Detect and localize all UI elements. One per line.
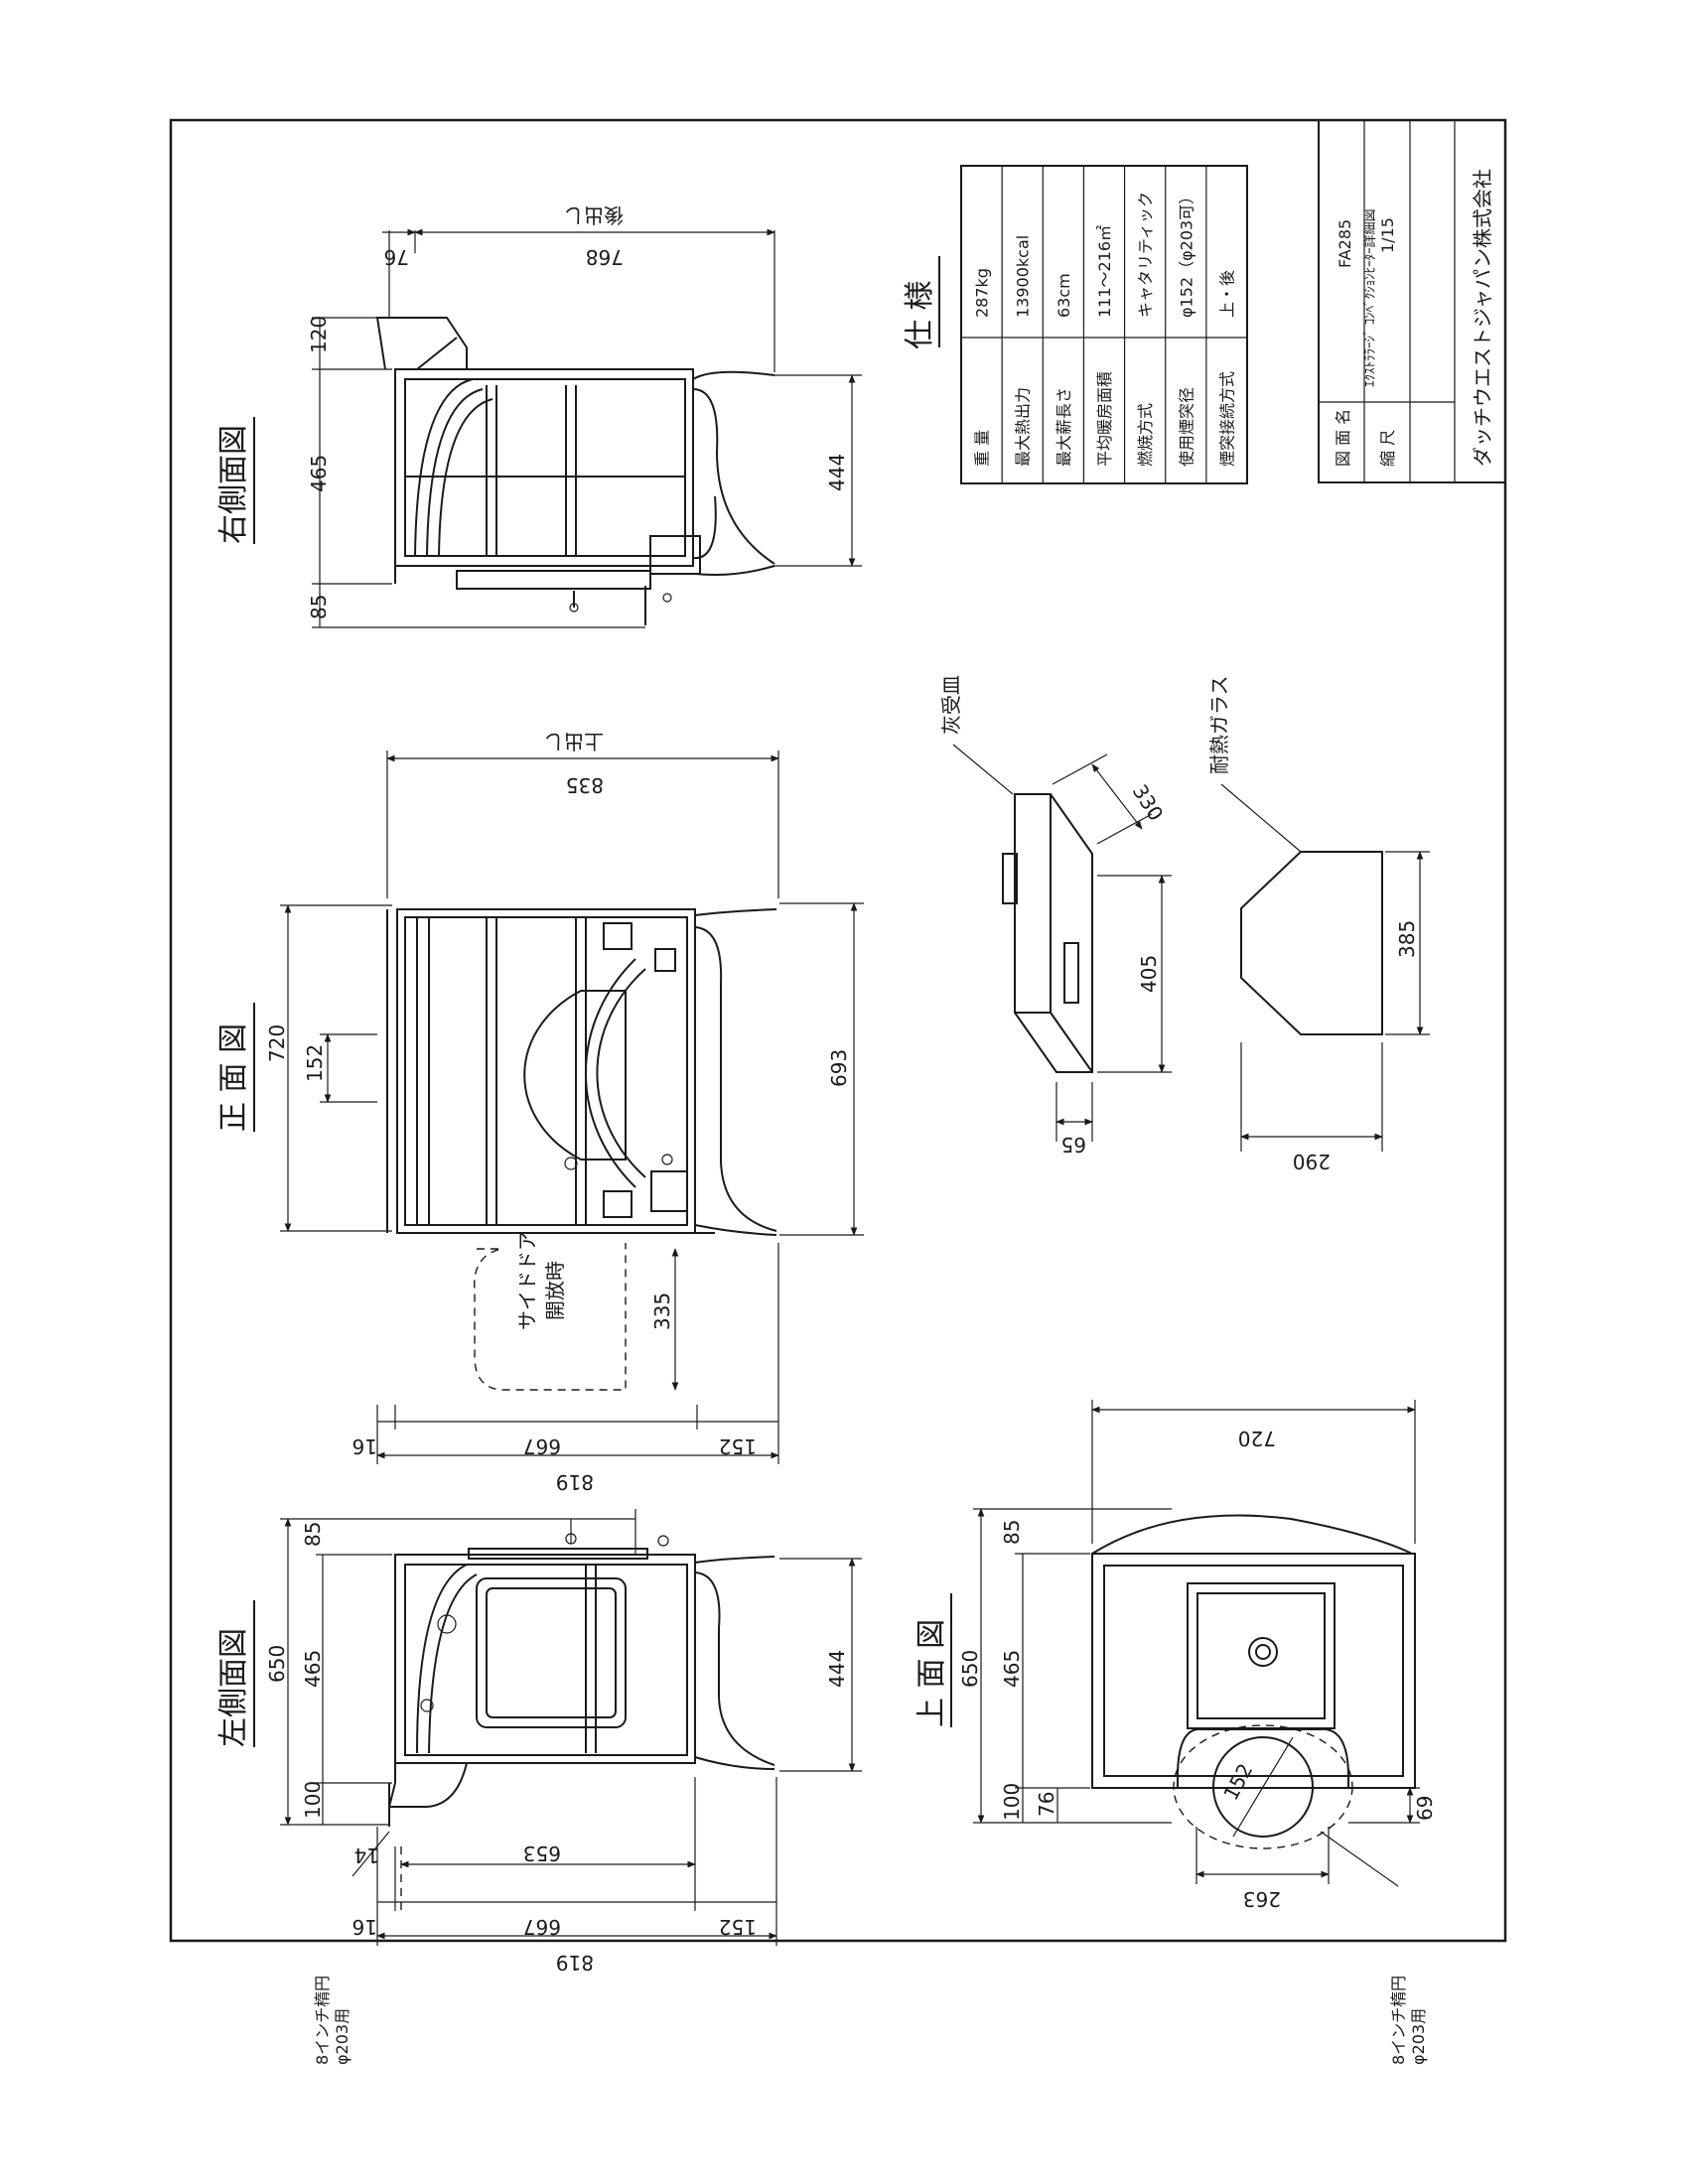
drawing-name-line2: ｴｸｽﾄﾗﾗｰｼﾞ ｺﾝﾍﾞｸｼｮﾝﾋｰﾀｰ詳細図 bbox=[1362, 208, 1378, 387]
spec-value-6: 上・後 bbox=[1217, 270, 1236, 318]
drawing-name-label: 図 面 名 bbox=[1334, 409, 1352, 467]
side-door-label: サイドドア bbox=[515, 1231, 539, 1330]
ash-pan-label: 灰受皿 bbox=[939, 675, 963, 735]
spec-table: 仕 様 重 量 287kg 最大熱出力 13900kcal 最大薪長さ 63cm 平均暖房面… bbox=[903, 165, 1248, 484]
company-name: ダッチウエストジャパン株式会社 bbox=[1471, 169, 1494, 467]
dim-650-left: 650 bbox=[265, 1645, 289, 1683]
dim-465: 465 bbox=[307, 455, 331, 492]
dim-720-top: 720 bbox=[1238, 1427, 1276, 1450]
scale-label: 縮 尺 bbox=[1378, 430, 1397, 467]
spec-value-5: φ152（φ203可） bbox=[1177, 189, 1196, 318]
spec-label-0: 重 量 bbox=[973, 430, 992, 467]
dim-85-right: 85 bbox=[307, 595, 331, 619]
spec-label-3: 平均暖房面積 bbox=[1095, 371, 1114, 467]
title-block: 図 面 名 FA285 ｴｸｽﾄﾗﾗｰｼﾞ ｺﾝﾍﾞｸｼｮﾝﾋｰﾀｰ詳細図 縮 … bbox=[1318, 119, 1506, 483]
dim-152-left: 152 bbox=[719, 1915, 757, 1939]
dim-152-flue: 152 bbox=[303, 1044, 327, 1082]
dim-693: 693 bbox=[827, 1049, 851, 1087]
dim-444-left: 444 bbox=[825, 1650, 849, 1688]
adapter-note-line1-left: 8インチ楕円 bbox=[313, 1976, 332, 2065]
dim-120: 120 bbox=[307, 316, 331, 353]
dim-100-top: 100 bbox=[1000, 1783, 1024, 1821]
dim-152-top: 152 bbox=[1218, 1759, 1257, 1804]
spec-value-3: 111～216㎡ bbox=[1095, 225, 1114, 318]
dim-85-top: 85 bbox=[1000, 1520, 1024, 1545]
front-view: 正 面 図 サイドドア 開放時 720 bbox=[216, 730, 864, 1494]
top-outlet-note: 上出し bbox=[544, 730, 604, 753]
drawing-frame bbox=[169, 118, 1507, 1943]
left-side-view: 左側面図 650 85 465 100 bbox=[216, 1509, 862, 2065]
dim-263: 263 bbox=[1243, 1887, 1281, 1911]
drawing-name-line1: FA285 bbox=[1336, 219, 1354, 268]
dim-85-left: 85 bbox=[301, 1522, 325, 1547]
glass-label: 耐熱ガラス bbox=[1207, 675, 1231, 774]
glass-outline bbox=[1240, 851, 1383, 1035]
left-side-title: 左側面図 bbox=[216, 1628, 251, 1747]
adapter-note-line2-left: φ203用 bbox=[333, 2008, 352, 2065]
dim-720-front: 720 bbox=[265, 1024, 289, 1062]
dim-650-top: 650 bbox=[958, 1650, 982, 1688]
spec-label-5: 使用煙突径 bbox=[1177, 387, 1196, 467]
front-title: 正 面 図 bbox=[216, 1024, 251, 1132]
dim-385: 385 bbox=[1395, 920, 1419, 958]
dim-835: 835 bbox=[566, 773, 604, 797]
top-view: 上 面 図 152 650 85 465 100 76 720 263 bbox=[914, 1400, 1437, 2065]
spec-value-0: 287kg bbox=[973, 268, 992, 318]
top-view-title: 上 面 図 bbox=[914, 1619, 949, 1727]
spec-value-1: 13900kcal bbox=[1014, 235, 1033, 318]
dim-14-left: 14 bbox=[354, 1843, 379, 1867]
spec-title: 仕 様 bbox=[903, 280, 937, 349]
dim-16-left: 16 bbox=[352, 1915, 377, 1939]
dim-65: 65 bbox=[1061, 1133, 1086, 1157]
glass-detail: 耐熱ガラス 385 290 bbox=[1207, 675, 1430, 1173]
dim-768: 768 bbox=[586, 245, 624, 269]
dim-405: 405 bbox=[1137, 955, 1161, 993]
dim-76-top: 76 bbox=[1035, 1792, 1058, 1817]
dim-290: 290 bbox=[1293, 1150, 1331, 1173]
dim-152-front: 152 bbox=[719, 1434, 757, 1458]
ash-pan-detail: 灰受皿 330 405 65 bbox=[939, 675, 1172, 1157]
right-side-view: 右側面図 120 465 85 bbox=[216, 204, 862, 628]
spec-label-2: 最大薪長さ bbox=[1055, 387, 1073, 467]
dim-667-front: 667 bbox=[523, 1434, 561, 1458]
dim-465-left: 465 bbox=[301, 1650, 325, 1688]
dim-653-left: 653 bbox=[523, 1842, 561, 1865]
adapter-note-line2-top: φ203用 bbox=[1409, 2008, 1428, 2065]
dim-444-right: 444 bbox=[825, 454, 849, 491]
rear-outlet-note: 後出し bbox=[564, 204, 624, 227]
dim-667-left: 667 bbox=[523, 1915, 561, 1939]
adapter-note-line1-top: 8インチ楕円 bbox=[1389, 1976, 1408, 2065]
spec-label-1: 最大熱出力 bbox=[1014, 387, 1033, 467]
spec-label-4: 燃焼方式 bbox=[1136, 403, 1155, 467]
spec-value-4: キャタリティック bbox=[1136, 192, 1155, 318]
spec-value-2: 63cm bbox=[1055, 273, 1073, 318]
dim-69: 69 bbox=[1413, 1796, 1437, 1821]
dim-819-left: 819 bbox=[556, 1951, 594, 1975]
dim-465-top: 465 bbox=[1000, 1650, 1024, 1688]
dim-76: 76 bbox=[384, 245, 409, 269]
side-door-open-label: 開放時 bbox=[543, 1261, 567, 1320]
spec-label-6: 煙突接続方式 bbox=[1217, 371, 1236, 467]
dim-16-front: 16 bbox=[352, 1434, 377, 1458]
dim-335: 335 bbox=[650, 1293, 674, 1330]
dim-819-front: 819 bbox=[556, 1470, 594, 1494]
right-side-title: 右側面図 bbox=[216, 425, 251, 544]
dim-100-left: 100 bbox=[301, 1781, 325, 1819]
scale-value: 1/15 bbox=[1378, 217, 1397, 253]
